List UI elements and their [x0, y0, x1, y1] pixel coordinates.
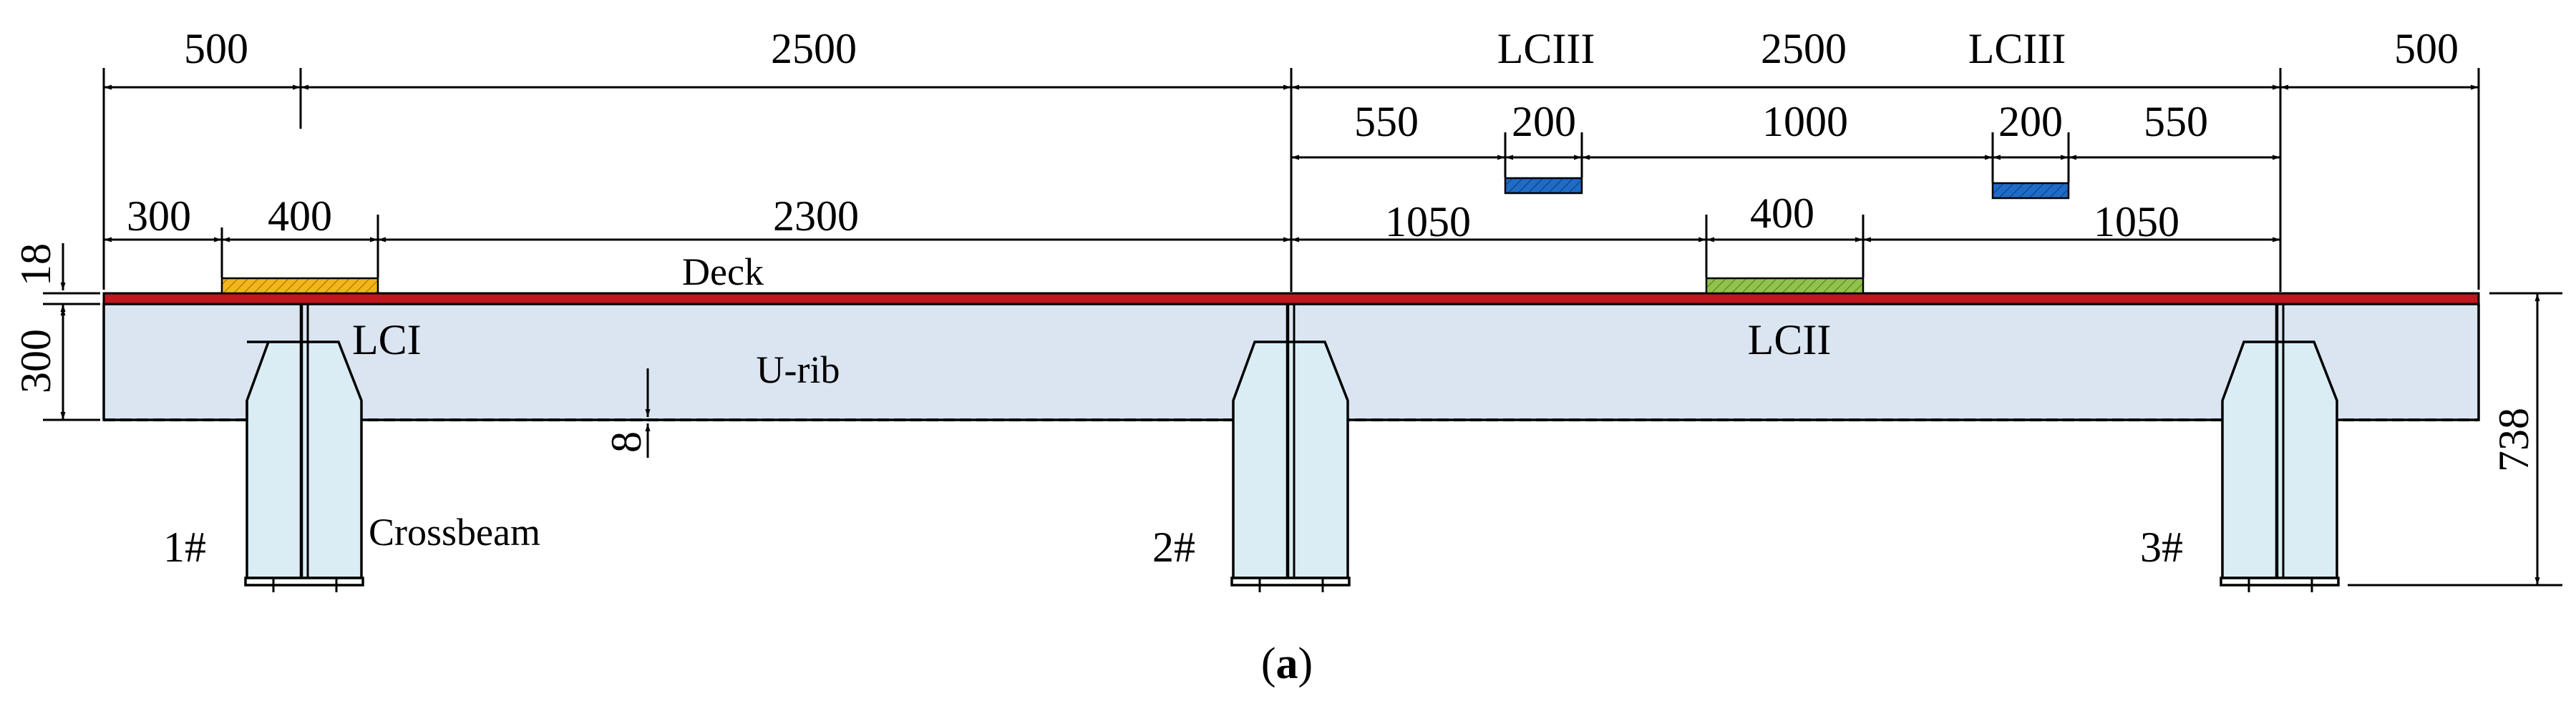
dim-row2-d: 200	[1998, 98, 2063, 145]
dim-rib-thickness: 8	[603, 431, 650, 453]
deck-plate	[102, 292, 2480, 305]
dim-top-left: 500	[184, 25, 248, 72]
crossbeam-3	[2220, 304, 2340, 592]
beam-1-label: 1#	[163, 524, 206, 571]
beam-2-label: 2#	[1152, 524, 1195, 571]
dim-row2-c: 1000	[1762, 98, 1848, 145]
crossbeam-label: Crossbeam	[369, 511, 540, 554]
dim-top-right-span: 2500	[1761, 25, 1847, 72]
load-lc3-right-patch	[1991, 182, 2070, 200]
dim-row2-e: 550	[2144, 98, 2208, 145]
caption-open: (	[1261, 639, 1276, 688]
dim-row2-b: 200	[1512, 98, 1576, 145]
dim-row3-d: 1050	[1385, 198, 1471, 245]
dim-rib-height: 300	[12, 329, 59, 393]
lc2-label: LCII	[1748, 316, 1832, 363]
dim-top-right: 500	[2394, 25, 2459, 72]
dim-top-mid: 2500	[771, 25, 857, 72]
dim-total-height: 738	[2490, 408, 2537, 472]
u-rib-label: U-rib	[757, 348, 840, 391]
load-lc1-patch	[220, 277, 379, 295]
dim-row3-e: 400	[1750, 190, 1814, 237]
lc3-left-label: LCIII	[1497, 25, 1595, 72]
crossbeam-2	[1230, 304, 1351, 592]
load-lc3-left-patch	[1504, 177, 1583, 195]
caption-letter: a	[1276, 639, 1298, 688]
dim-row2-a: 550	[1354, 98, 1419, 145]
load-lc2-patch	[1705, 277, 1865, 295]
dim-row3-f: 1050	[2094, 198, 2179, 245]
figure-caption: (a)	[1261, 639, 1313, 688]
dim-row3-a: 300	[127, 192, 191, 240]
dim-deck-thickness: 18	[12, 243, 59, 286]
dimension-lines	[60, 84, 2540, 585]
dim-row3-c: 2300	[773, 192, 859, 240]
caption-close: )	[1298, 639, 1313, 688]
crossbeam-1	[244, 304, 364, 592]
deck-label: Deck	[682, 250, 764, 293]
lc3-right-label: LCIII	[1968, 25, 2066, 72]
lc1-label: LCI	[352, 316, 422, 363]
dim-row3-b: 400	[268, 192, 332, 240]
beam-3-label: 3#	[2140, 524, 2183, 571]
